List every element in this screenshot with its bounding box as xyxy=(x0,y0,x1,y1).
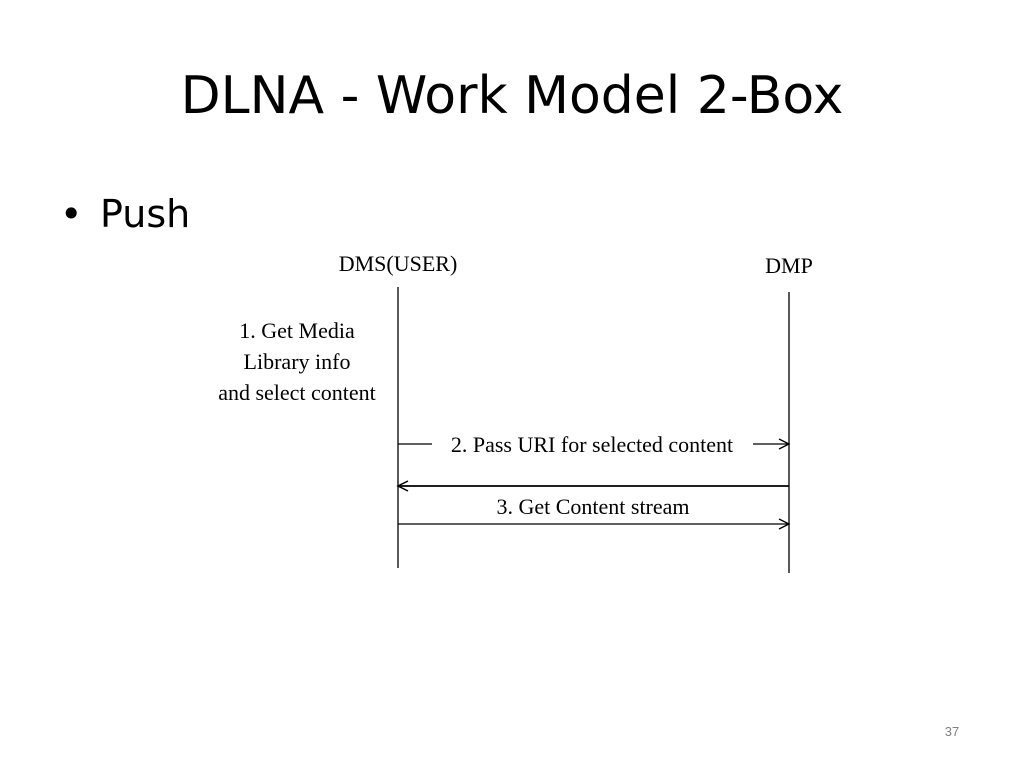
note-line-3: and select content xyxy=(218,380,376,405)
message-3-label: 3. Get Content stream xyxy=(496,494,689,519)
note-line-2: Library info xyxy=(244,349,351,374)
bullet-item: • Push xyxy=(60,190,190,238)
note-line-1: 1. Get Media xyxy=(239,318,355,343)
bullet-text: Push xyxy=(100,192,191,236)
return-message-arrowhead xyxy=(396,480,409,492)
lifeline-label-dms: DMS(USER) xyxy=(339,251,458,276)
page-number: 37 xyxy=(944,724,960,739)
bullet-symbol: • xyxy=(60,192,83,236)
message-2-arrowhead xyxy=(778,438,791,450)
message-2-label: 2. Pass URI for selected content xyxy=(451,432,733,457)
message-3-arrowhead xyxy=(778,518,791,530)
slide-title: DLNA - Work Model 2-Box xyxy=(180,66,844,126)
lifeline-label-dmp: DMP xyxy=(765,253,813,278)
